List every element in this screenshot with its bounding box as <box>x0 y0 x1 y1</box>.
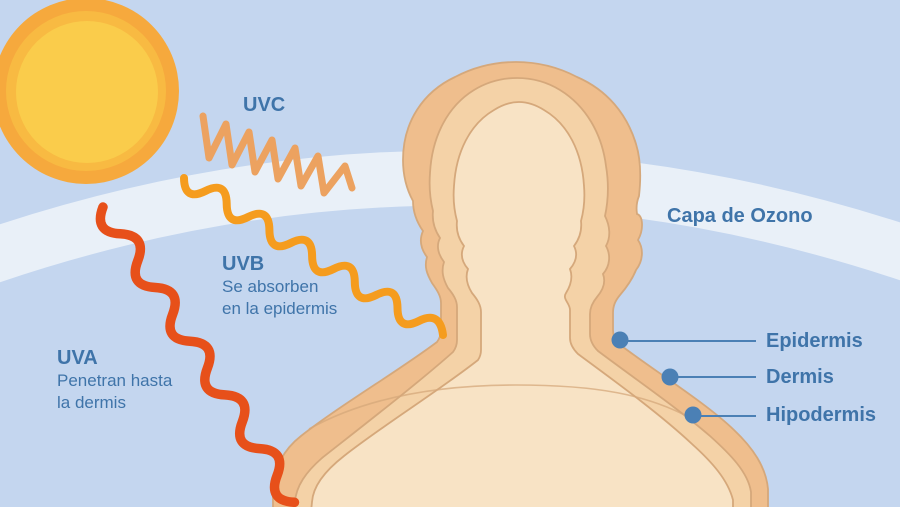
dermis-label: Dermis <box>766 366 834 388</box>
uvb-description-line1: Se absorben <box>222 277 319 296</box>
uvb-description-line2: en la epidermis <box>222 299 338 318</box>
uva-ray-wave <box>95 202 300 507</box>
epidermis-callout-dot <box>611 331 629 349</box>
uva-description-line1: Penetran hasta <box>57 371 173 390</box>
dermis-callout-dot <box>661 368 679 386</box>
sun-core <box>16 21 158 163</box>
hipodermis-callout-dot <box>684 406 702 424</box>
hipodermis-label: Hipodermis <box>766 404 877 426</box>
uvb-ray-wave <box>180 174 447 339</box>
uva-label-block: UVA Penetran hasta la dermis <box>57 346 172 414</box>
collar-contour-line <box>308 384 695 430</box>
uvb-label: UVB <box>222 253 265 275</box>
uvc-label: UVC <box>243 94 286 116</box>
uvc-ray-wave <box>199 112 356 197</box>
sun-icon <box>0 0 179 184</box>
uva-description-line2: la dermis <box>57 393 126 412</box>
ozone-layer-label: Capa de Ozono <box>667 205 813 227</box>
body-hypodermis-layer <box>310 101 734 507</box>
skin-callouts <box>611 331 756 424</box>
uvb-label-block: UVB Se absorben en la epidermis <box>222 252 337 320</box>
epidermis-label: Epidermis <box>766 330 863 352</box>
uva-label: UVA <box>57 347 98 369</box>
